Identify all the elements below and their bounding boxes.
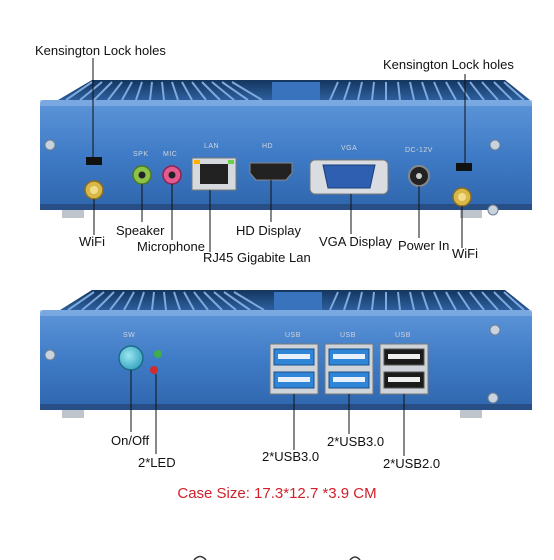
port-label-lan: LAN	[204, 143, 219, 150]
case-size-caption: Case Size: 17.3*12.7 *3.9 CM	[177, 485, 377, 502]
rj45-lan-port-icon	[191, 157, 237, 191]
kensington-lock-hole-right	[456, 163, 472, 171]
callout-microphone: Microphone	[137, 239, 205, 254]
cropped-glyph	[193, 555, 207, 560]
port-label-spk: SPK	[133, 151, 149, 158]
port-label-vga: VGA	[341, 145, 357, 152]
top-mini-pc: SPK MIC LAN HD VGA DC-12V	[40, 80, 532, 218]
top-heatsink-fins	[58, 80, 530, 101]
screw-icon	[44, 139, 56, 151]
microphone-jack-icon	[162, 165, 182, 185]
port-label-usb-1: USB	[285, 332, 301, 339]
kensington-lock-hole-left	[86, 157, 102, 165]
rubber-foot	[62, 210, 84, 218]
usb3-port-pair-b	[324, 343, 374, 395]
bottom-mini-pc: SW USB USB USB	[40, 290, 532, 418]
callout-kensington-right: Kensington Lock holes	[383, 57, 514, 72]
vga-port-icon	[309, 159, 389, 195]
callout-on-off: On/Off	[111, 433, 149, 448]
led-green-icon	[154, 350, 162, 358]
port-label-dc: DC-12V	[405, 147, 433, 154]
wifi-antenna-connector-right-icon	[452, 187, 472, 207]
screw-icon	[487, 392, 499, 404]
top-callout-lines	[92, 58, 466, 252]
bottom-heatsink-fins	[60, 290, 530, 311]
callout-usb3-b: 2*USB3.0	[327, 434, 384, 449]
port-label-usb-3: USB	[395, 332, 411, 339]
power-in-jack-icon	[408, 165, 430, 187]
cropped-glyph	[349, 556, 361, 560]
rubber-foot	[460, 410, 482, 418]
port-label-mic: MIC	[163, 151, 177, 158]
callout-vga-display: VGA Display	[319, 234, 392, 249]
screw-icon	[487, 204, 499, 216]
wifi-antenna-connector-left-icon	[84, 180, 104, 200]
screw-icon	[44, 349, 56, 361]
callout-usb3-a: 2*USB3.0	[262, 449, 319, 464]
callout-usb2: 2*USB2.0	[383, 456, 440, 471]
callout-kensington-left: Kensington Lock holes	[35, 43, 166, 58]
port-label-hd: HD	[262, 143, 273, 150]
rubber-foot	[460, 210, 482, 218]
speaker-jack-icon	[132, 165, 152, 185]
port-label-sw: SW	[123, 332, 135, 339]
power-switch-icon	[118, 345, 144, 371]
led-red-icon	[150, 366, 158, 374]
callout-led: 2*LED	[138, 455, 176, 470]
bottom-callout-lines	[130, 370, 405, 456]
callout-hd-display: HD Display	[236, 223, 302, 238]
rubber-foot	[62, 410, 84, 418]
usb3-port-pair-a	[269, 343, 319, 395]
callout-wifi-right: WiFi	[452, 246, 478, 261]
callout-power-in: Power In	[398, 238, 449, 253]
top-front-panel	[40, 100, 532, 210]
screw-icon	[489, 324, 501, 336]
callout-wifi-left: WiFi	[79, 234, 105, 249]
port-label-usb-2: USB	[340, 332, 356, 339]
screw-icon	[489, 139, 501, 151]
callout-rj45: RJ45 Gigabite Lan	[203, 250, 311, 265]
usb2-port-pair	[379, 343, 429, 395]
hdmi-port-icon	[249, 162, 293, 181]
callout-speaker: Speaker	[116, 223, 165, 238]
